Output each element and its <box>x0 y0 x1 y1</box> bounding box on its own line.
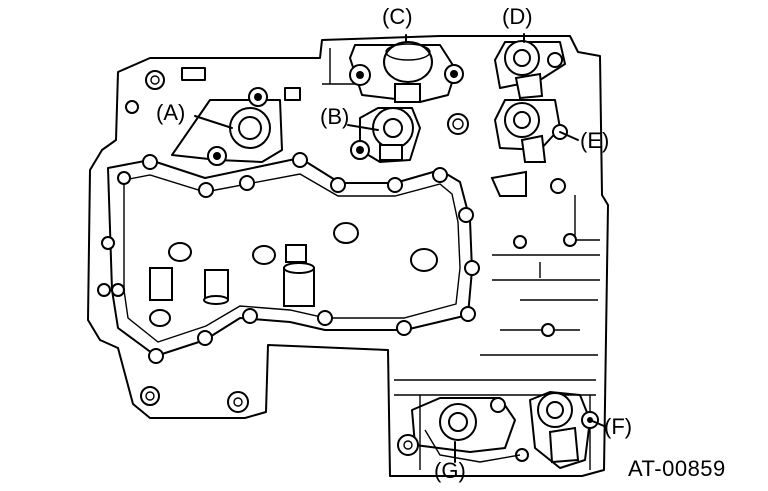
gasket-bolt-holes <box>111 152 480 364</box>
callout-b: (B) <box>320 104 350 129</box>
solenoid-f <box>529 391 599 469</box>
callout-g: (G) <box>434 458 466 483</box>
solenoid-b <box>350 107 421 163</box>
figure-code: AT-00859 <box>628 456 726 481</box>
valve-body-outline <box>87 35 609 477</box>
solenoid-c <box>349 41 464 103</box>
solenoid-a <box>171 67 301 166</box>
callout-f: (F) <box>604 414 633 439</box>
callout-a: (A) <box>156 100 186 125</box>
valve-bores <box>149 222 438 327</box>
leader-lines <box>194 33 605 463</box>
callout-c: (C) <box>382 4 413 29</box>
gasket-inner-outline <box>123 173 461 343</box>
solenoid-d <box>494 40 566 100</box>
lower-compartment <box>394 379 596 470</box>
solenoid-g <box>397 397 529 463</box>
callout-e: (E) <box>580 128 610 153</box>
solenoid-e <box>490 99 568 197</box>
right-channel-detail <box>480 254 600 356</box>
callout-d: (D) <box>502 4 533 29</box>
body-bolt-holes <box>97 70 577 413</box>
